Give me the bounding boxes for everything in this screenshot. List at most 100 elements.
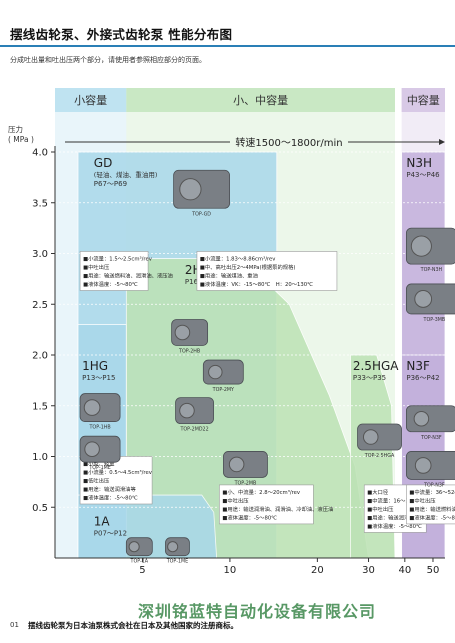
spec-2hb-line: ■液体温度：-5～80℃ bbox=[222, 513, 277, 521]
spec-2hb-box bbox=[219, 484, 314, 525]
n3f-2-photo-label: TOP-N3F bbox=[423, 482, 445, 488]
spec-25hga-line: ■用途：输送润滑油、润滑油 bbox=[367, 513, 436, 521]
hg-2-pump-detail bbox=[84, 441, 100, 457]
watermark-text: 深圳铭蓝特自动化设备有限公司 bbox=[138, 602, 377, 621]
hb-2-photo-label: TOP-2MY bbox=[212, 387, 234, 393]
hb-1-photo-label: TOP-2HB bbox=[178, 348, 200, 354]
spec-1hg-box bbox=[79, 456, 153, 505]
y-tick-label: 1.5 bbox=[32, 401, 48, 412]
spec-1hg-line: ■用途：输送润滑油等 bbox=[83, 485, 136, 493]
spec-1hg-line: ■小流量：0.5～4.5cm³/rev bbox=[83, 468, 152, 476]
spec-gd-a-line: ■中吐出压 bbox=[83, 263, 110, 271]
band-header-0 bbox=[55, 88, 127, 112]
title-rule bbox=[0, 45, 455, 47]
series-pages-N3F: P36～P42 bbox=[406, 374, 439, 382]
hb-4-pump-detail bbox=[228, 456, 245, 473]
spec-gd-b-line: ■液体温度：VK：-15～80℃ H：20～130℃ bbox=[200, 280, 313, 288]
series-name-2.5HGA: 2.5HGA bbox=[353, 359, 399, 373]
band-label-0: 小容量 bbox=[74, 93, 107, 107]
hg-1-pump-detail bbox=[83, 399, 101, 416]
hb-3-pump-detail bbox=[179, 402, 195, 419]
gd-photo-label: TOP-GD bbox=[191, 211, 211, 217]
spec-gd-a-line: ■小流量：1.5～2.5cm³/rev bbox=[83, 254, 152, 262]
x-tick-label: 5 bbox=[139, 565, 145, 576]
n3f-1-pump-detail bbox=[413, 410, 430, 427]
band-header-1 bbox=[126, 88, 395, 112]
y-tick-label: 2.0 bbox=[32, 351, 48, 362]
spec-gd-a-line: ■液体温度：-5～80℃ bbox=[83, 280, 138, 288]
x-tick-label: 40 bbox=[398, 565, 411, 576]
hg-2-photo-label: TOP-1ME bbox=[88, 465, 110, 471]
gd-pump-detail bbox=[179, 178, 202, 201]
spec-n3f-box bbox=[406, 484, 455, 525]
spec-n3f-line: ■中吐出压 bbox=[409, 496, 436, 504]
hb-1-pump-detail bbox=[174, 324, 191, 341]
speed-arrow-head bbox=[439, 139, 445, 145]
spec-n3f-line: ■用途：输送燃料油、润滑油 bbox=[409, 505, 455, 513]
y-axis-label: ( MPa ) bbox=[8, 135, 34, 144]
series-name-N3H: N3H bbox=[406, 156, 432, 170]
performance-chart: 小容量 小、中容量 中容量 0.5 1.0 1.5 2.0 2.5 3.0 3.5 4.0 5 10 20… bbox=[8, 88, 455, 576]
band-label-2: 中容量 bbox=[407, 93, 440, 107]
spec-1hg-line: ■低吐出压 bbox=[83, 477, 110, 485]
spec-2hb-line: ■小、中流量：2.8～20cm³/rev bbox=[222, 488, 300, 496]
spec-n3f-line: ■液体温度：-5～80℃ bbox=[409, 513, 455, 521]
footer-note: 摆线齿轮泵为日本油泵株式会社在日本及其他国家的注册商标。 bbox=[28, 621, 238, 630]
spec-n3f-line: ■中流量：36～52cm³/rev bbox=[409, 488, 455, 496]
n3h-2-photo-label: TOP-3MB bbox=[423, 317, 446, 323]
series-name-1A: 1A bbox=[94, 515, 111, 529]
series-pages-2.5HGA: P33～P35 bbox=[353, 374, 386, 382]
hga-1-pump-detail bbox=[362, 429, 379, 445]
hga-1-photo-label: TOP-2.5HGA bbox=[364, 453, 395, 459]
series-note-GD: (轻油、煤油、重油用) bbox=[94, 170, 158, 179]
series-name-1HG: 1HG bbox=[82, 359, 108, 373]
series-name-GD: GD bbox=[94, 156, 113, 170]
series-pages-1A: P07～P12 bbox=[94, 530, 127, 538]
spec-gd-b-box bbox=[196, 251, 338, 291]
spec-gd-b-line: ■中、高吐出压2～4MPa(根据泵的规格) bbox=[200, 263, 296, 271]
x-tick-label: 50 bbox=[427, 565, 440, 576]
a-2-photo-label: TOP-1ME bbox=[166, 559, 188, 565]
n3f-2-pump-detail bbox=[414, 457, 432, 474]
y-tick-label: 4.0 bbox=[32, 148, 48, 159]
spec-gd-a-line: ■用途：输送燃料油、润滑油、液压油 bbox=[83, 271, 173, 279]
hb-4-photo-label: TOP-2MB bbox=[234, 480, 257, 486]
series-pages-N3H: P43～P46 bbox=[406, 171, 440, 179]
band-header-2 bbox=[401, 88, 445, 112]
series-pages-1HG: P13～P15 bbox=[82, 374, 115, 382]
spec-25hga-line: ■大口径 bbox=[367, 488, 389, 496]
x-tick-label: 10 bbox=[224, 565, 237, 576]
speed-note: 转速1500～1800r/min bbox=[235, 136, 342, 149]
page-subtitle: 分成吐出量和吐出压两个部分，请使用者参照相应部分的页面。 bbox=[10, 56, 206, 64]
y-axis-label: 压力 bbox=[8, 124, 23, 134]
spec-2hb-line: ■中吐出压 bbox=[222, 496, 249, 504]
hg-1-photo-label: TOP-1HB bbox=[88, 425, 110, 431]
spec-1hg-line: ■小型、轻量 bbox=[83, 460, 115, 468]
band-label-1: 小、中容量 bbox=[233, 93, 288, 107]
spec-1hg-line: ■液体温度：-5～80℃ bbox=[83, 494, 138, 502]
spec-gd-b-line: ■用途：输送煤油、重油 bbox=[200, 271, 258, 279]
n3h-1-photo-label: TOP-N3H bbox=[420, 267, 443, 273]
spec-25hga-line: ■中流量：16～32cm³/rev bbox=[367, 496, 432, 504]
series-name-N3F: N3F bbox=[406, 359, 430, 373]
y-tick-label: 3.5 bbox=[32, 198, 48, 209]
series-pages-GD: P67～P69 bbox=[94, 180, 127, 188]
y-tick-label: 3.0 bbox=[32, 249, 48, 260]
x-tick-label: 30 bbox=[362, 565, 375, 576]
spec-gd-a-box bbox=[79, 251, 149, 291]
x-tick-label: 20 bbox=[311, 565, 324, 576]
y-tick-label: 0.5 bbox=[32, 503, 48, 514]
n3h-2-pump-detail bbox=[414, 290, 433, 308]
spec-2hb-line: ■用途：输送润滑油、润滑油、冷却油、液压油 bbox=[222, 505, 333, 513]
spec-gd-b-line: ■小流量：1.83～8.86cm³/rev bbox=[200, 254, 276, 262]
hb-3-photo-label: TOP-2MD22 bbox=[179, 427, 208, 433]
spec-25hga-line: ■液体温度：-5～80℃ bbox=[367, 522, 422, 530]
a-2-pump-detail bbox=[167, 541, 179, 553]
y-tick-label: 2.5 bbox=[32, 300, 48, 311]
n3f-1-photo-label: TOP-N3F bbox=[420, 435, 442, 441]
a-1-photo-label: TOP-1A bbox=[130, 559, 149, 565]
y-tick-label: 1.0 bbox=[32, 452, 48, 463]
hb-2-pump-detail bbox=[208, 364, 223, 380]
page-number: 01 bbox=[10, 621, 19, 629]
page-title: 摆线齿轮泵、外接式齿轮泵 性能分布图 bbox=[10, 27, 233, 42]
